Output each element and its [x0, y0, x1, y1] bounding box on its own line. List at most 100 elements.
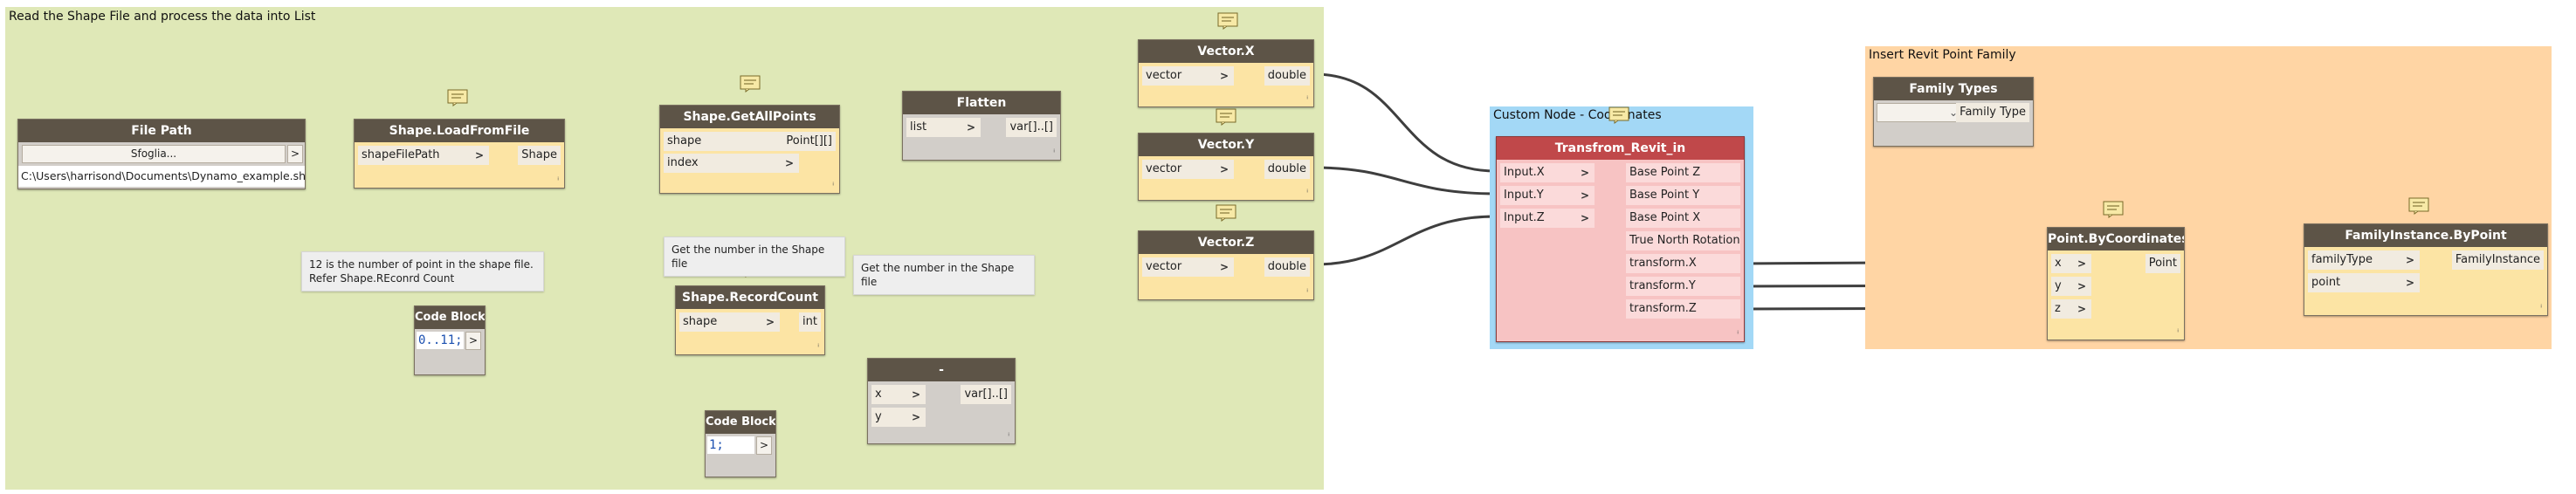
input-port-x[interactable]: Input.X>	[1500, 163, 1595, 182]
output-port[interactable]: FamilyInstance	[2451, 250, 2544, 270]
note-record-count[interactable]: 12 is the number of point in the shape f…	[301, 251, 544, 292]
note-text: 12 is the number of point in the shape f…	[309, 258, 534, 285]
output-port-base-point-z[interactable]: Base Point Z	[1626, 163, 1740, 182]
node-corner-icon: ⁱ	[1008, 432, 1009, 442]
input-port[interactable]: x>	[2051, 254, 2091, 273]
note-number-2[interactable]: Get the number in the Shape file	[853, 255, 1035, 295]
input-port[interactable]: x>	[871, 385, 926, 404]
node-point-by-coordinates[interactable]: Point.ByCoordinates x> y> z> Point ⁱ	[2047, 227, 2185, 340]
output-port[interactable]: var[]..[]	[961, 385, 1011, 404]
node-file-path[interactable]: File Path Sfoglia... > C:\Users\harrison…	[17, 119, 306, 189]
port-label: var[]..[]	[964, 388, 1008, 401]
node-title: Shape.LoadFromFile	[355, 120, 564, 142]
chevron-right-icon: >	[911, 411, 920, 423]
note-icon[interactable]	[2408, 197, 2429, 215]
group-title: Insert Revit Point Family	[1869, 48, 2016, 62]
wire-vy-inputy	[1313, 166, 1497, 196]
node-minus[interactable]: - x> y> var[]..[] ⁱ	[867, 358, 1016, 444]
output-port[interactable]: double	[1264, 160, 1310, 179]
input-port[interactable]: y>	[2051, 277, 2091, 296]
port-label: Input.X	[1504, 166, 1545, 179]
node-vector-y[interactable]: Vector.Y vector> double ⁱ	[1138, 133, 1314, 201]
port-label: True North Rotation	[1629, 234, 1740, 247]
output-port-transform-y[interactable]: transform.Y	[1626, 277, 1740, 296]
note-icon[interactable]	[1216, 204, 1236, 222]
note-number-1[interactable]: Get the number in the Shape file	[664, 237, 845, 277]
input-port[interactable]: list>	[906, 118, 981, 137]
output-port[interactable]: var[]..[]	[1006, 118, 1057, 137]
code-editor[interactable]: 1;	[707, 436, 754, 454]
port-label: point	[2311, 276, 2341, 289]
port-label: Point[][]	[786, 134, 832, 148]
port-label: shapeFilePath	[362, 148, 440, 161]
note-icon[interactable]	[740, 75, 761, 93]
output-port[interactable]: Point[][]	[782, 132, 836, 151]
note-icon[interactable]	[447, 89, 468, 106]
output-port-transform-x[interactable]: transform.X	[1626, 254, 1740, 273]
node-title: Shape.GetAllPoints	[660, 106, 839, 128]
node-code-block-2[interactable]: Code Block 1; >	[705, 410, 776, 477]
note-icon[interactable]	[1216, 108, 1236, 126]
input-port-z[interactable]: Input.Z>	[1500, 209, 1595, 228]
port-label: z	[2055, 302, 2061, 315]
note-icon[interactable]	[1608, 106, 1629, 124]
node-family-instance-by-point[interactable]: FamilyInstance.ByPoint familyType> point…	[2304, 223, 2548, 316]
chevron-right-icon: >	[2405, 254, 2414, 266]
code-text: 1;	[709, 438, 724, 452]
node-title: Point.ByCoordinates	[2048, 228, 2184, 250]
node-load-from-file[interactable]: Shape.LoadFromFile shapeFilePath> Shape …	[354, 119, 565, 189]
node-title: Vector.Y	[1139, 134, 1313, 156]
node-record-count[interactable]: Shape.RecordCount shape> int ⁱ	[675, 285, 825, 355]
output-port[interactable]: >	[465, 332, 481, 350]
input-port[interactable]: y>	[871, 408, 926, 427]
chevron-right-icon: >	[2405, 277, 2414, 289]
node-vector-x[interactable]: Vector.X vector> double ⁱ	[1138, 39, 1314, 107]
node-code-block-1[interactable]: Code Block 0..11; >	[414, 305, 486, 375]
port-label: transform.Y	[1629, 279, 1696, 292]
port-label: transform.Z	[1629, 302, 1697, 315]
group-title: Read the Shape File and process the data…	[9, 10, 316, 24]
output-port[interactable]: Shape	[518, 146, 561, 165]
node-transform-revit-in[interactable]: Transfrom_Revit_in Input.X> Input.Y> Inp…	[1496, 136, 1745, 342]
node-get-all-points[interactable]: Shape.GetAllPoints shape> index> Point[]…	[659, 105, 840, 194]
output-port[interactable]: Family Type	[1956, 103, 2029, 122]
node-title: Vector.X	[1139, 40, 1313, 63]
node-flatten[interactable]: Flatten list> var[]..[] ⁱ	[902, 91, 1061, 161]
port-label: x	[2055, 257, 2062, 270]
node-vector-z[interactable]: Vector.Z vector> double ⁱ	[1138, 230, 1314, 300]
output-port[interactable]: int	[799, 312, 821, 332]
output-port[interactable]: double	[1264, 257, 1310, 277]
input-port[interactable]: vector>	[1142, 257, 1234, 277]
family-type-dropdown[interactable]: ⌄	[1877, 103, 1962, 122]
port-label: shape	[683, 315, 718, 328]
group-title: Custom Node - Coordinates	[1493, 108, 1662, 122]
input-port[interactable]: familyType>	[2308, 250, 2420, 270]
port-label: double	[1267, 260, 1306, 273]
input-port[interactable]: vector>	[1142, 160, 1234, 179]
output-port-transform-z[interactable]: transform.Z	[1626, 299, 1740, 319]
output-port-true-north[interactable]: True North Rotation	[1626, 231, 1740, 250]
port-label: Input.Z	[1504, 211, 1545, 224]
node-family-types[interactable]: Family Types ⌄ Family Type	[1873, 77, 2034, 147]
output-arrow[interactable]: >	[287, 145, 303, 163]
input-port[interactable]: shape>	[664, 132, 799, 151]
output-port-base-point-y[interactable]: Base Point Y	[1626, 186, 1740, 205]
output-port-base-point-x[interactable]: Base Point X	[1626, 209, 1740, 228]
input-port[interactable]: shape>	[679, 312, 780, 332]
browse-button[interactable]: Sfoglia...	[22, 145, 286, 163]
output-port[interactable]: double	[1264, 66, 1310, 86]
input-port[interactable]: point >	[2308, 273, 2420, 292]
chevron-right-icon: >	[784, 157, 794, 169]
code-editor[interactable]: 0..11;	[417, 332, 464, 349]
note-icon[interactable]	[1217, 12, 1238, 30]
input-port[interactable]: vector>	[1142, 66, 1234, 86]
input-port[interactable]: shapeFilePath>	[358, 146, 489, 165]
output-port[interactable]: >	[756, 436, 772, 455]
input-port[interactable]: index>	[664, 154, 799, 173]
output-port[interactable]: Point	[2145, 254, 2180, 273]
input-port[interactable]: z>	[2051, 299, 2091, 319]
note-icon[interactable]	[2103, 201, 2124, 218]
chevron-right-icon: >	[2077, 303, 2086, 315]
port-label: FamilyInstance	[2455, 253, 2540, 266]
input-port-y[interactable]: Input.Y>	[1500, 186, 1595, 205]
